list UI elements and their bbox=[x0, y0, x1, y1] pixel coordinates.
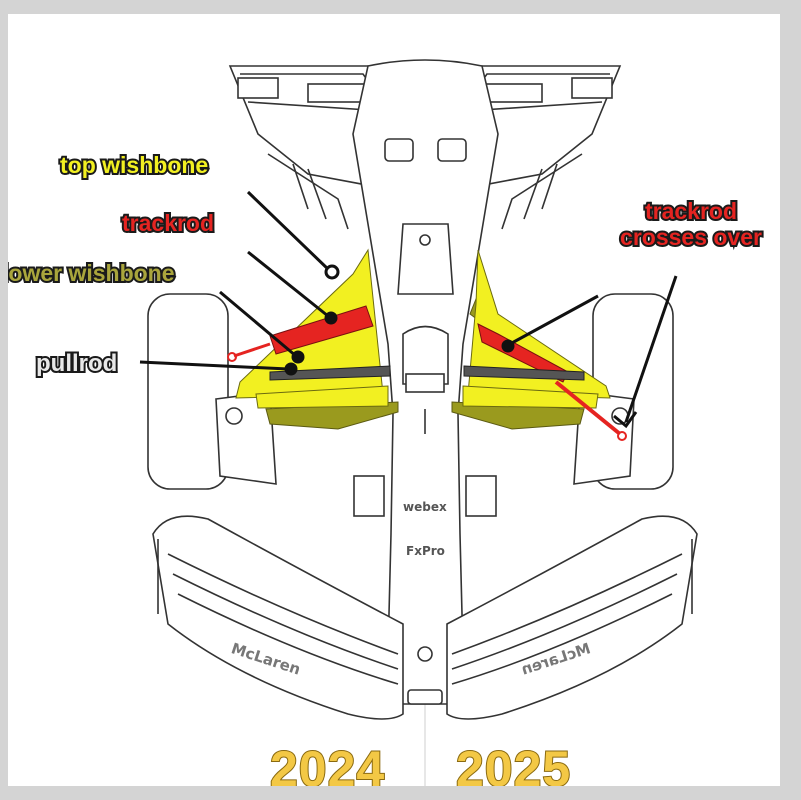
callout-lines bbox=[139, 190, 678, 429]
sponsor-fxpro: FxPro bbox=[406, 544, 445, 558]
label-trackrod-left: trackrod bbox=[120, 208, 216, 238]
label-trackrod-right-line1: trackrod bbox=[643, 196, 739, 226]
nose-chassis bbox=[352, 59, 499, 705]
pullrod bbox=[269, 365, 585, 381]
year-right: 2025 bbox=[455, 740, 572, 786]
label-lower-wishbone: lower wishbone bbox=[8, 258, 177, 288]
label-pullrod: pullrod bbox=[34, 348, 119, 379]
year-left: 2024 bbox=[269, 740, 386, 786]
label-trackrod-crosses-over: trackrod crosses over bbox=[596, 196, 780, 252]
diagram-sheet: top wishbone trackrod lower wishbone pul… bbox=[8, 14, 780, 786]
sponsor-webex: webex bbox=[403, 500, 447, 514]
car-front-diagram bbox=[139, 59, 698, 786]
floor-blocks bbox=[353, 475, 497, 517]
label-top-wishbone: top wishbone bbox=[58, 150, 210, 180]
front-wing bbox=[152, 515, 698, 720]
label-trackrod-right-line2: crosses over bbox=[618, 222, 764, 252]
